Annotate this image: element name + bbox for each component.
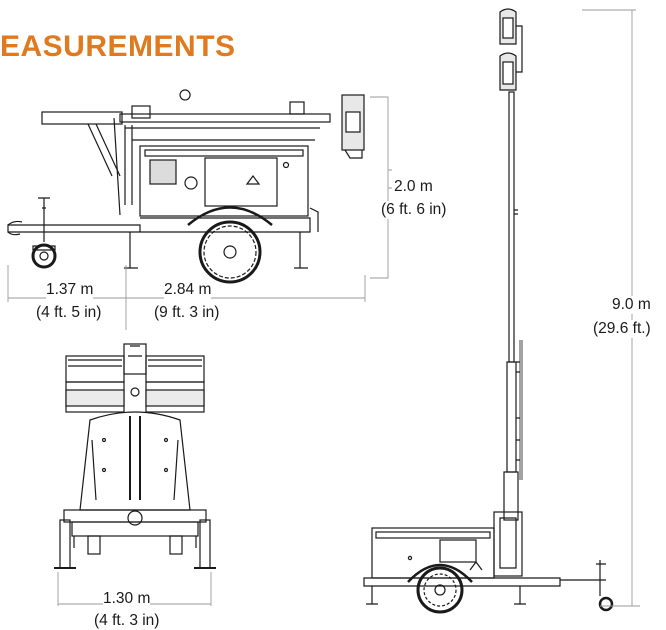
raised-mast-drawing [363, 8, 640, 614]
trailer-wheel-side [198, 220, 262, 284]
trailer-wheel-raised [416, 566, 464, 614]
mast-top-section [508, 91, 515, 363]
generator-enclosure [139, 145, 309, 217]
front-view-drawing [54, 343, 216, 606]
trailer-length-imperial: (9 ft. 3 in) [154, 304, 220, 322]
trailer-width-imperial: (4 ft. 3 in) [94, 612, 160, 630]
light-panel-right [145, 355, 205, 413]
front-legs [54, 519, 216, 569]
height-trailer-metric: 2.0 m [394, 178, 433, 196]
mast-mid-section [506, 361, 517, 473]
light-panel-left [65, 355, 125, 413]
height-trailer-imperial: (6 ft. 6 in) [381, 201, 447, 219]
mast-light-heads [499, 8, 523, 91]
mast-height-metric: 9.0 m [612, 296, 651, 314]
side-view-drawing [7, 89, 392, 330]
page-title: EASUREMENTS [0, 30, 236, 63]
trailer-length-metric: 2.84 m [164, 281, 212, 299]
hitch-to-axle-metric: 1.37 m [46, 281, 94, 299]
light-head [341, 94, 365, 159]
cabinet-body [79, 411, 191, 526]
jockey-wheel [31, 243, 57, 269]
mast-height-imperial: (29.6 ft.) [593, 320, 651, 338]
trailer-width-metric: 1.30 m [103, 590, 151, 608]
jockey-wheel-raised [598, 596, 614, 612]
lowered-mast [41, 111, 123, 125]
hitch-to-axle-imperial: (4 ft. 5 in) [36, 304, 102, 322]
dim-line-height [370, 96, 392, 279]
mast-base-section [503, 471, 519, 521]
